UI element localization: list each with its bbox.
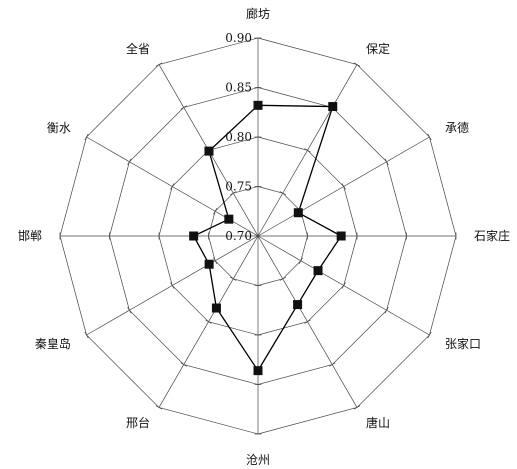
axis-tick-10-3 xyxy=(127,158,132,165)
tick-label-layer: 0.70 0.75 0.80 0.85 0.90 xyxy=(225,31,252,243)
axis-label-10: 衡水 xyxy=(47,121,71,135)
axis-tick-10-1 xyxy=(213,208,218,215)
axis-label-9: 邯郸 xyxy=(18,228,42,243)
axis-tick-5-1 xyxy=(279,276,286,281)
series-line xyxy=(192,104,343,372)
data-point-9 xyxy=(189,231,199,241)
data-point-8 xyxy=(204,259,214,269)
tick-label-0: 0.70 xyxy=(225,229,252,243)
data-point-2 xyxy=(293,208,303,218)
axis-tick-2-2 xyxy=(341,183,346,190)
axis-tick-7-3 xyxy=(180,362,187,367)
axis-label-1: 保定 xyxy=(366,41,390,56)
axis-label-2: 承德 xyxy=(445,120,469,135)
data-point-4 xyxy=(313,266,323,276)
axis-tick-5-3 xyxy=(329,362,336,367)
axis-tick-4-3 xyxy=(384,307,389,314)
axis-label-4: 张家口 xyxy=(445,336,481,351)
tick-label-3: 0.85 xyxy=(225,81,252,95)
data-point-7 xyxy=(211,303,221,313)
axis-tick-2-4 xyxy=(427,133,432,141)
data-point-6 xyxy=(253,366,263,376)
axis-label-5: 唐山 xyxy=(366,415,390,430)
axis-label-11: 全省 xyxy=(126,41,150,56)
data-point-0 xyxy=(253,100,263,110)
axis-tick-4-1 xyxy=(298,257,303,264)
data-point-3 xyxy=(336,231,346,241)
tick-label-4: 0.90 xyxy=(225,31,252,45)
axis-tick-1-4 xyxy=(353,62,361,67)
axis-tick-1-2 xyxy=(304,148,311,153)
data-point-5 xyxy=(293,300,303,310)
axis-label-8: 秦皇岛 xyxy=(35,336,71,351)
axis-tick-2-3 xyxy=(384,158,389,165)
data-point-1 xyxy=(328,102,338,112)
axis-tick-10-4 xyxy=(84,133,89,141)
axis-tick-5-4 xyxy=(353,405,361,410)
axis-tick-7-4 xyxy=(155,405,163,410)
axis-tick-1-1 xyxy=(279,191,286,196)
tick-label-2: 0.80 xyxy=(225,130,252,144)
axis-tick-8-3 xyxy=(127,307,132,314)
data-point-10 xyxy=(224,214,234,224)
data-point-11 xyxy=(204,146,214,156)
axis-tick-4-4 xyxy=(427,331,432,339)
axis-tick-4-2 xyxy=(341,282,346,289)
axis-tick-8-4 xyxy=(84,331,89,339)
axis-tick-11-3 xyxy=(180,105,187,110)
axis-label-7: 邢台 xyxy=(126,415,150,430)
axis-tick-11-1 xyxy=(230,191,237,196)
axis-label-3: 石家庄 xyxy=(474,228,510,243)
axis-tick-8-1 xyxy=(213,257,218,264)
tick-label-1: 0.75 xyxy=(225,180,252,194)
axis-tick-7-1 xyxy=(230,276,237,281)
series-layer xyxy=(189,100,346,376)
axis-label-0: 廊坊 xyxy=(246,6,270,21)
axis-tick-10-2 xyxy=(170,183,175,190)
axis-label-6: 沧州 xyxy=(246,452,270,467)
axis-tick-5-2 xyxy=(304,319,311,324)
axis-tick-7-2 xyxy=(205,319,212,324)
axis-tick-8-2 xyxy=(170,282,175,289)
axis-tick-11-4 xyxy=(155,62,163,67)
